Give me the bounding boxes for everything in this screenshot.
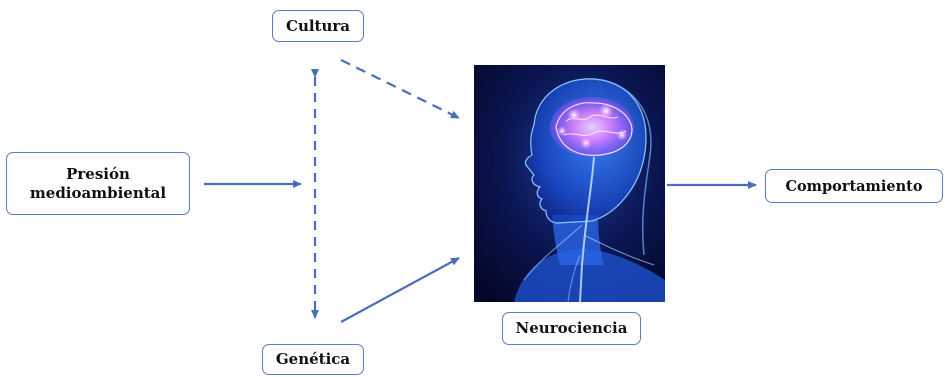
- node-presion-medioambiental: Presión medioambiental: [6, 152, 190, 215]
- node-comportamiento-label: Comportamiento: [785, 177, 922, 196]
- node-cultura: Cultura: [272, 10, 364, 42]
- node-genetica: Genética: [262, 344, 364, 375]
- node-neurociencia-label: Neurociencia: [516, 319, 628, 338]
- node-cultura-label: Cultura: [286, 17, 350, 36]
- brain-head-image: [474, 65, 665, 302]
- arrow-cultura-to-neurociencia-dashed: [341, 60, 459, 118]
- node-presion-label-line2: medioambiental: [30, 184, 166, 203]
- node-presion-label-line1: Presión: [66, 165, 130, 184]
- node-neurociencia: Neurociencia: [502, 312, 641, 345]
- node-comportamiento: Comportamiento: [765, 169, 943, 203]
- node-genetica-label: Genética: [276, 350, 350, 369]
- arrow-genetica-to-neurociencia: [341, 258, 459, 322]
